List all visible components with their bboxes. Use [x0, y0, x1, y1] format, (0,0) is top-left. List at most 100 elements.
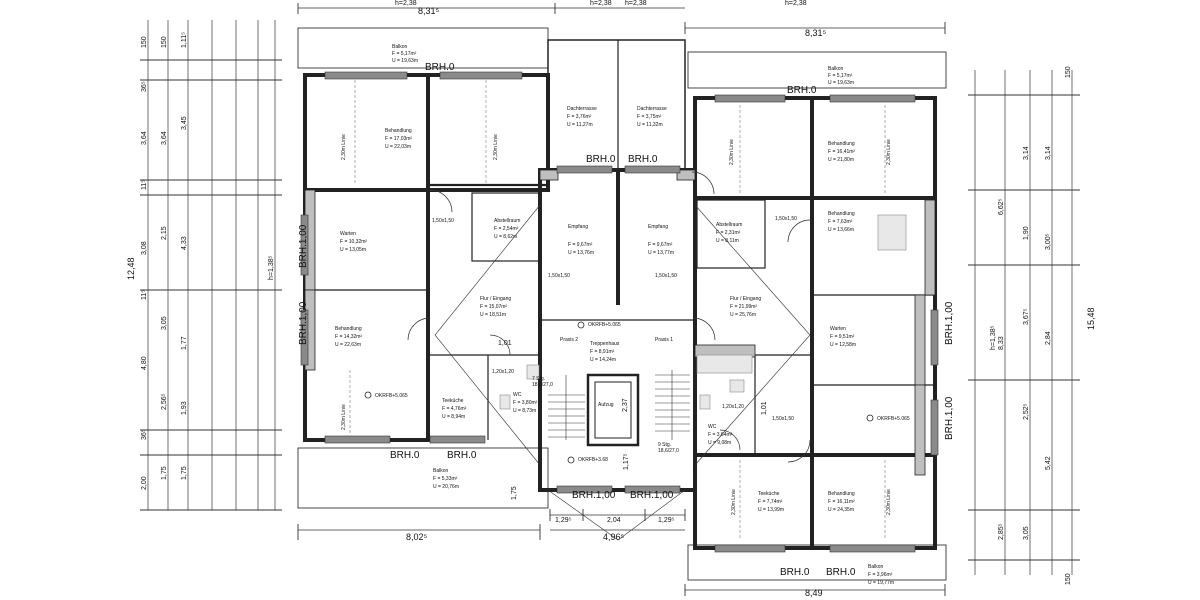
window-size: 1,50x1,50	[548, 273, 570, 279]
window-size: 1,50x1,50	[772, 416, 794, 422]
room-name: WC	[708, 424, 717, 430]
dim-l-365: 36⁵	[141, 81, 148, 92]
line-label: 2,30m Linie	[493, 134, 499, 160]
room-name: Behandlung	[828, 211, 855, 217]
room-name: Behandlung	[828, 141, 855, 147]
dim-left-total: 12,48	[126, 257, 136, 280]
dim-l-200: 2,00	[141, 476, 148, 490]
dim-l3-433: 4,33	[181, 236, 188, 250]
dim-l2-175: 1,75	[161, 466, 168, 480]
room-perim: U = 21,80m	[828, 157, 854, 163]
dim-l-115b: 11⁵	[141, 290, 148, 300]
dim-l-115: 11⁵	[141, 180, 148, 190]
room-area: F = 9,67m²	[648, 242, 673, 248]
dim-h238-d: h=2,38	[785, 0, 807, 7]
room-perim: U = 25,76m	[730, 312, 756, 318]
room-perim: U = 19,63m	[828, 80, 854, 86]
dim-bottom-left: 8,02⁵	[406, 532, 428, 542]
height-lines	[349, 80, 886, 540]
room-perim: U = 13,76m	[568, 250, 594, 256]
room-perim: U = 19,63m	[392, 58, 418, 64]
annotations: BRH.0 BRH.0 BRH.0 BRH.0 BRH.0 BRH.0 BRH.…	[298, 62, 955, 578]
dim-h238-c: h=2,38	[625, 0, 647, 7]
room-area: F = 16,11m²	[828, 499, 855, 505]
room-name: Teeküche	[758, 491, 780, 497]
room-name: Dachterrasse	[637, 106, 667, 112]
brh-label-v: BRH.1,00	[298, 224, 309, 268]
stairs-label: 18,6/27,0	[658, 448, 679, 454]
room-area: F = 5,17m²	[828, 73, 853, 79]
praxis-1-label: Praxis 1	[655, 337, 673, 343]
room-name: Warten	[340, 231, 356, 237]
line-label: 2,30m Linie	[731, 489, 737, 515]
brh-label: BRH.0	[826, 567, 856, 578]
window-size: 1,20x1,20	[722, 404, 744, 410]
brh-label: BRH.1,00	[630, 490, 674, 501]
okrfb-label: OKRFB+5.065	[877, 416, 910, 422]
dim-l-150: 150	[141, 36, 148, 48]
window-size: 1,50x1,50	[432, 218, 454, 224]
room-name: Balkon	[868, 564, 884, 570]
room-perim: U = 14,24m	[590, 357, 616, 363]
room-area: F = 10,32m²	[340, 239, 367, 245]
dim-r3-285: 2,85⁵	[998, 523, 1005, 540]
brh-label: BRH.1,00	[572, 490, 616, 501]
dim-r2-190: 1,90	[1023, 226, 1030, 240]
room-area: F = 8,91m²	[590, 349, 615, 355]
dim-l2-305: 3,05	[161, 316, 168, 330]
dim-right-total: 15,48	[1086, 307, 1096, 330]
room-area: F = 3,64m²	[708, 432, 733, 438]
brh-label: BRH.0	[586, 154, 616, 165]
room-name: Warten	[830, 326, 846, 332]
dim-top-left: 8,31⁵	[418, 6, 440, 16]
room-area: F = 2,54m²	[494, 226, 519, 232]
dim-r3-833: 8,33	[998, 336, 1005, 350]
room-perim: U = 8,11m	[716, 238, 739, 244]
okrfb-label: OKRFB+5.065	[375, 393, 408, 399]
line-label: 2,30m Linie	[341, 404, 347, 430]
room-area: F = 4,76m²	[442, 406, 467, 412]
level-marker-icon	[577, 321, 585, 329]
dim-l3-177: 1,77	[181, 336, 188, 350]
room-perim: U = 13,99m	[758, 507, 784, 513]
room-area: F = 21,99m²	[730, 304, 757, 310]
room-area: F = 2,31m²	[716, 230, 741, 236]
dim-l-308: 3,08	[141, 241, 148, 255]
room-name: Behandlung	[828, 491, 855, 497]
level-marker-icon	[567, 456, 575, 464]
dim-l-365b: 36⁵	[141, 429, 148, 440]
room-perim: U = 19,77m	[868, 580, 894, 586]
dim-101: 1,01	[498, 340, 512, 347]
level-marker-icon	[364, 391, 372, 399]
dim-r3-662: 6,62⁵	[998, 198, 1005, 215]
dim-l-364: 3,64	[141, 131, 148, 145]
okrfb-label: OKRFB+3.68	[578, 457, 608, 463]
corridor-outlines	[434, 204, 811, 541]
dimension-lines: 8,31⁵ 8,31⁵ h=2,38 h=2,38 h=2,38 h=2,38 …	[126, 0, 1096, 598]
dim-117: 1,17⁵	[623, 453, 630, 470]
room-perim: U = 8,73m	[513, 408, 536, 414]
dim-l3-345: 3,45	[181, 116, 188, 130]
room-perim: U = 8,62m	[494, 234, 517, 240]
room-name: Balkon	[433, 468, 449, 474]
room-name: Empfang	[648, 224, 668, 230]
room-area: F = 17,03m²	[385, 136, 412, 142]
dim-129: 1,29⁵	[555, 517, 572, 524]
room-name: Balkon	[828, 66, 844, 72]
brh-label-v: BRH.1,00	[944, 396, 955, 440]
line-label: 2,30m Linie	[341, 134, 347, 160]
room-area: F = 3,80m²	[513, 400, 538, 406]
dim-h238-b: h=2,38	[590, 0, 612, 7]
dim-175: 1,75	[511, 486, 518, 500]
dim-h238-a: h=2,38	[395, 0, 417, 7]
praxis-2-label: Praxis 2	[560, 337, 578, 343]
room-area: F = 3,76m²	[567, 114, 592, 120]
room-perim: U = 9,08m	[708, 440, 731, 446]
room-perim: U = 18,51m	[480, 312, 506, 318]
room-perim: U = 11,32m	[637, 122, 663, 128]
room-area: F = 5,17m²	[392, 51, 417, 57]
dim-bottom-right: 8,49	[805, 588, 823, 598]
windows	[300, 71, 939, 553]
room-area: F = 3,96m²	[868, 572, 893, 578]
room-perim: U = 13,66m	[828, 227, 854, 233]
